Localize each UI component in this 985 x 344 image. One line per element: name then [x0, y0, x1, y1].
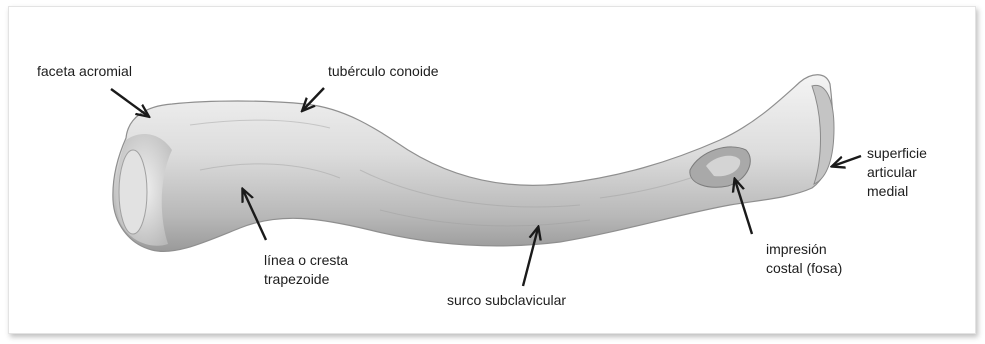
label-costal-impression-line-2: costal (fosa)	[766, 259, 842, 278]
label-trapezoid-line-1: línea o cresta	[264, 251, 348, 270]
arrow-medial-surface	[833, 156, 861, 166]
arrow-acromial-facet	[111, 89, 148, 116]
label-trapezoid-line-2: trapezoide	[264, 270, 348, 289]
label-trapezoid-line: línea o cresta trapezoide	[264, 251, 348, 289]
label-medial-surface-line-3: medial	[867, 182, 927, 201]
label-costal-impression: impresión costal (fosa)	[766, 240, 842, 278]
label-costal-impression-line-1: impresión	[766, 240, 842, 259]
label-acromial-facet: faceta acromial	[37, 62, 132, 81]
label-medial-surface: superficie articular medial	[867, 144, 927, 201]
label-subclavian-groove: surco subclavicular	[447, 291, 566, 310]
label-medial-surface-line-1: superficie	[867, 144, 927, 163]
label-conoid-tubercle: tubérculo conoide	[328, 62, 439, 81]
label-medial-surface-line-2: articular	[867, 163, 927, 182]
acromial-facet-shape	[119, 150, 147, 234]
